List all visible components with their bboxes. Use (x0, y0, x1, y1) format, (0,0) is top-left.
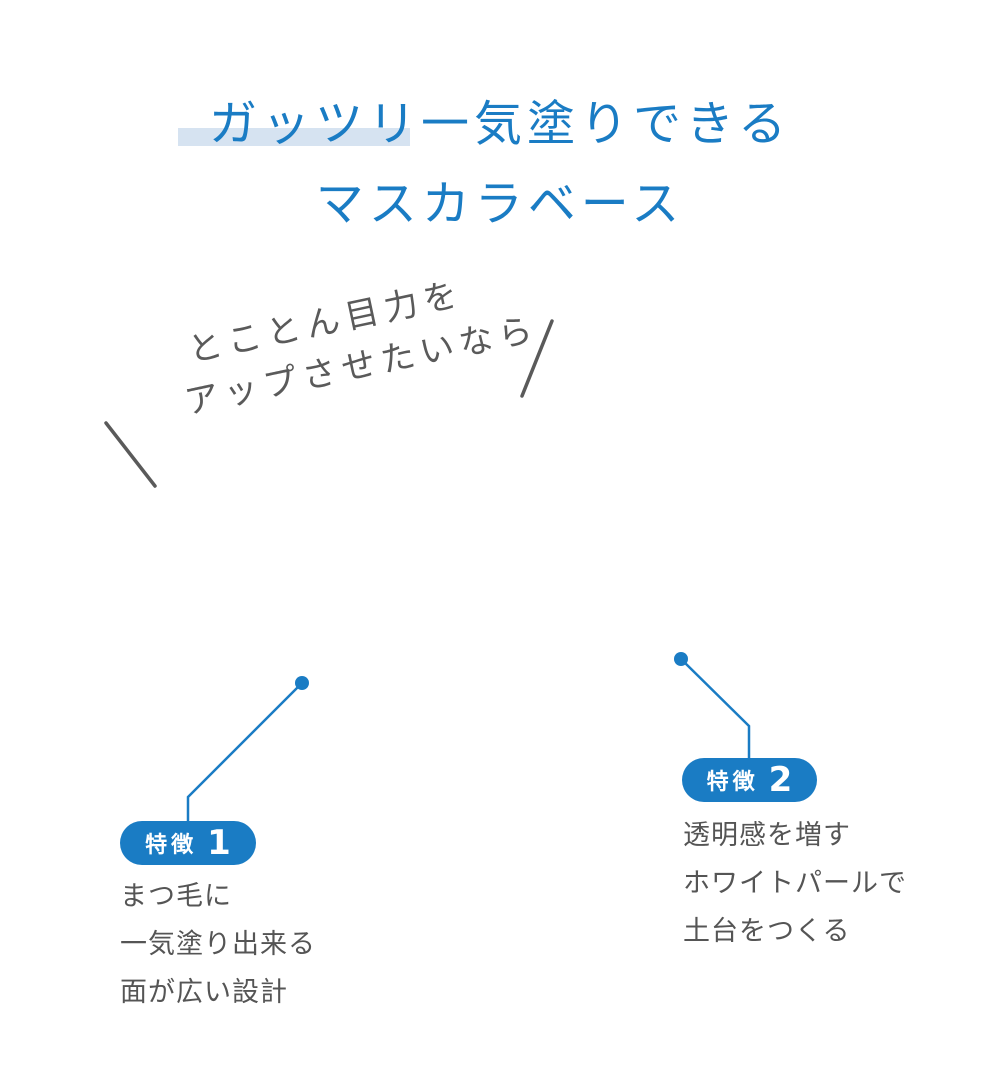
feature-2-description: 透明感を増す ホワイトパールで 土台をつくる (683, 812, 907, 956)
feature-2-number: 2 (768, 760, 793, 800)
feature-1-number: 1 (207, 823, 231, 863)
slash-right (520, 319, 554, 398)
feature-1-badge: 特徴 1 (120, 821, 256, 865)
feature-1-label: 特徴 (145, 833, 198, 858)
feature-1-line: 一気塗り出来る (120, 929, 316, 960)
pointer-line-1 (186, 682, 303, 822)
feature-1-description: まつ毛に 一気塗り出来る 面が広い設計 (120, 873, 316, 1017)
feature-2-label: 特徴 (706, 770, 759, 795)
feature-2-line: 土台をつくる (683, 916, 851, 947)
feature-2-badge: 特徴 2 (682, 758, 817, 802)
slash-left (104, 421, 157, 488)
title-line-2: マスカラベース (315, 176, 685, 232)
feature-1-line: 面が広い設計 (120, 977, 288, 1008)
feature-2-line: ホワイトパールで (683, 868, 907, 899)
feature-2-line: 透明感を増す (683, 820, 851, 851)
pointer-line-2 (680, 658, 751, 758)
title-highlight (178, 128, 410, 146)
title-line-1: ガッツリ一気塗りできる (208, 96, 792, 152)
feature-1-line: まつ毛に (120, 881, 232, 912)
